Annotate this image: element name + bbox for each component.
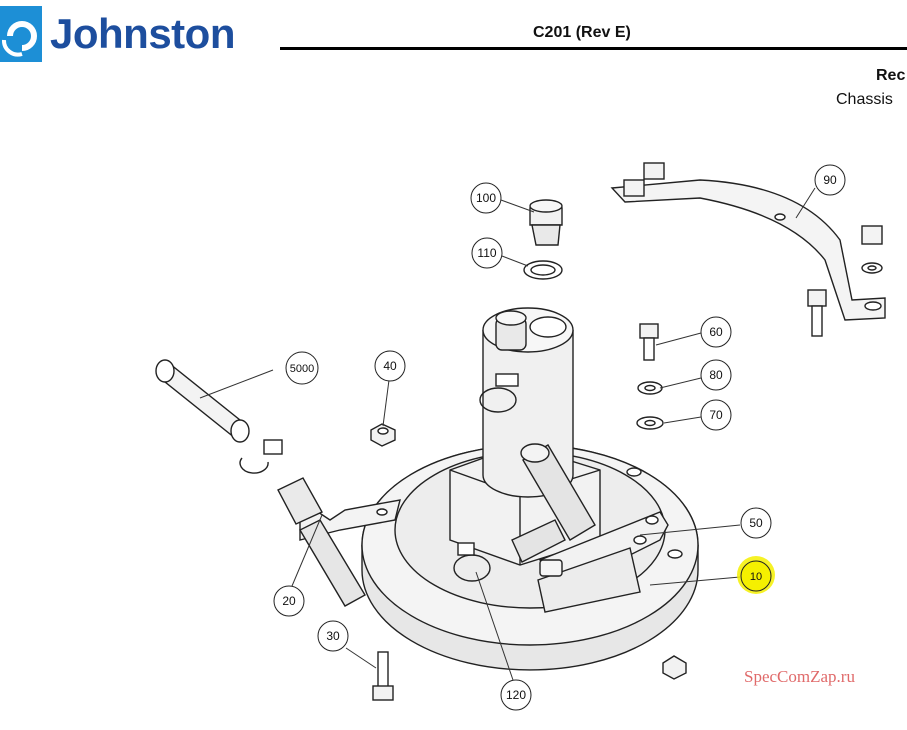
- callout-label-100: 100: [476, 191, 496, 205]
- callout-40[interactable]: [374, 350, 406, 382]
- callout-label-30: 30: [326, 629, 340, 643]
- callout-20[interactable]: [273, 585, 305, 617]
- callout-label-5000: 5000: [290, 363, 314, 375]
- callout-label-110: 110: [477, 246, 496, 260]
- callout-70[interactable]: [700, 399, 732, 431]
- callout-label-120: 120: [506, 688, 526, 702]
- callout-120[interactable]: [500, 679, 532, 711]
- callout-label-50: 50: [749, 516, 763, 530]
- callout-label-70: 70: [709, 408, 723, 422]
- callout-label-40: 40: [383, 359, 397, 373]
- section-title-line2: Chassis: [836, 91, 893, 108]
- callout-label-20: 20: [282, 594, 296, 608]
- johnston-logo: Johnston: [0, 6, 270, 66]
- callout-label-90: 90: [823, 173, 837, 187]
- callout-50[interactable]: [740, 507, 772, 539]
- document-code: C201 (Rev E): [533, 24, 631, 41]
- brand-name: Johnston: [50, 10, 235, 57]
- callout-30[interactable]: [317, 620, 349, 652]
- callout-10[interactable]: [740, 560, 772, 592]
- callout-label-10: 10: [750, 571, 762, 583]
- callout-label-60: 60: [709, 325, 723, 339]
- callout-60[interactable]: [700, 316, 732, 348]
- callout-90[interactable]: [814, 164, 846, 196]
- header-rule: [280, 47, 907, 50]
- leader-lines: [199, 187, 816, 681]
- section-title-line1: Rec: [876, 67, 906, 84]
- watermark-text: SpecComZap.ru: [744, 667, 855, 686]
- callout-5000[interactable]: [285, 351, 319, 385]
- callout-80[interactable]: [700, 359, 732, 391]
- callout-110[interactable]: [471, 237, 503, 269]
- brand-mark-icon: [0, 6, 42, 62]
- callout-100[interactable]: [470, 182, 502, 214]
- callout-label-80: 80: [709, 368, 723, 382]
